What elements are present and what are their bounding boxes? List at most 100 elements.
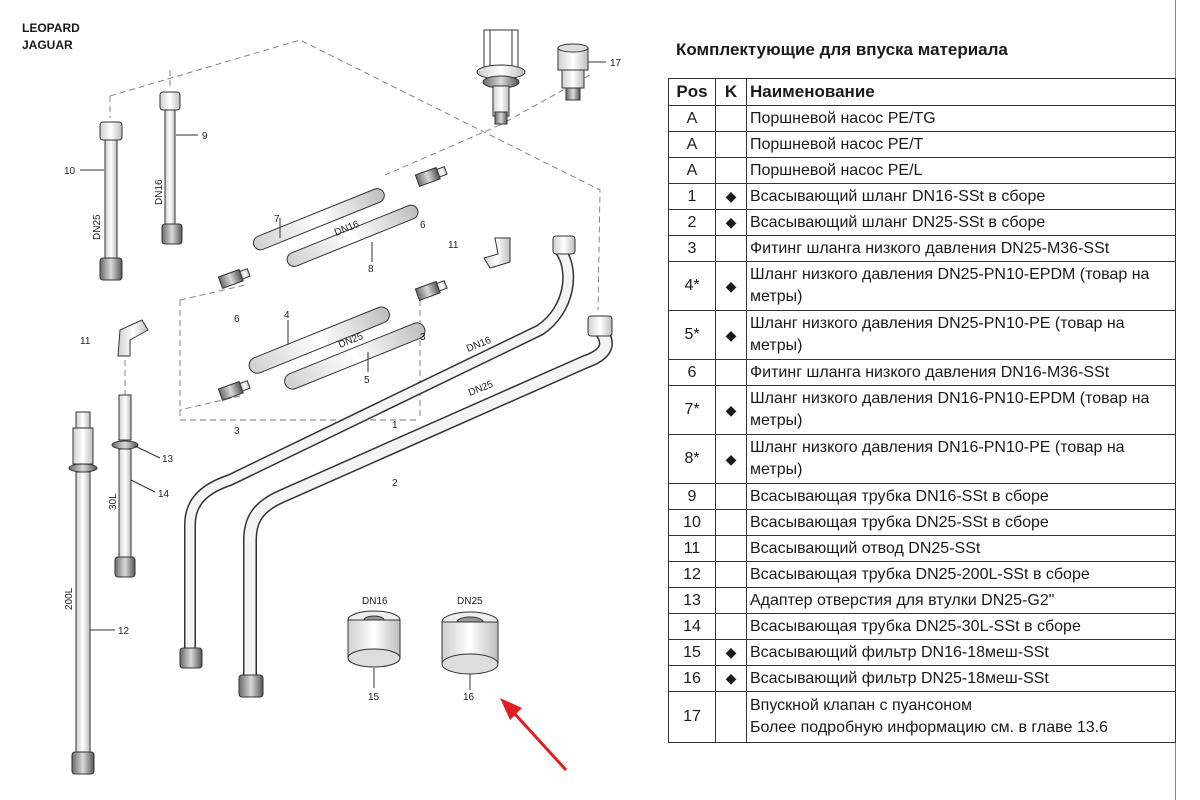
row-pos: 13 [668,587,716,614]
label-pos-16: 16 [463,692,475,703]
model-name-jaguar: JAGUAR [22,38,73,52]
label-pos-3-right: 3 [420,332,426,343]
suction-hose-2-icon [238,315,613,698]
label-30l: 30L [108,493,119,510]
label-pos-10: 10 [64,166,76,177]
table-row: 12 Всасывающая трубка DN25-200L-SSt в сб… [668,561,1176,588]
row-name: Всасывающая трубка DN16-SSt в сборе [746,483,1176,510]
table-row: 3 Фитинг шланга низкого давления DN25-M3… [668,235,1176,262]
table-row: 16 ◆ Всасывающий фильтр DN25-18меш-SSt [668,665,1176,692]
row-pos: 5* [668,310,716,360]
row-name: Всасывающая трубка DN25-SSt в сборе [746,509,1176,536]
label-pos-7: 7 [274,214,280,225]
suction-tube-9-icon [159,91,198,245]
dashed-guides [109,39,601,421]
row-k-marker [715,359,747,386]
row-pos: 9 [668,483,716,510]
label-pos-11-left: 11 [80,336,91,347]
row-k-marker [715,587,747,614]
table-row: 13 Адаптер отверстия для втулки DN25-G2" [668,587,1176,614]
row-name: Фитинг шланга низкого давления DN25-M36-… [746,235,1176,262]
row-k-marker: ◆ [715,310,747,360]
table-row: 10 Всасывающая трубка DN25-SSt в сборе [668,509,1176,536]
fittings-icon [217,166,448,402]
row-name: Шланг низкого давления DN16-PN10-EPDM (т… [746,385,1176,435]
label-dn25-long: DN25 [467,379,495,399]
suction-tube-14-icon [111,394,161,578]
label-pos-8: 8 [368,264,374,275]
page-edge-line [1175,0,1176,800]
exploded-parts-diagram: 10 9 17 7 8 6 6 11 11 4 3 5 3 1 2 13 14 … [64,29,622,775]
label-pos-12: 12 [118,626,130,637]
row-name: Всасывающий фильтр DN25-18меш-SSt [746,665,1176,692]
label-pos-9: 9 [202,131,208,142]
pump-head-icon [476,29,526,125]
table-row: 15 ◆ Всасывающий фильтр DN16-18меш-SSt [668,639,1176,666]
row-k-marker: ◆ [715,183,747,210]
row-k-marker [715,131,747,158]
row-k-marker [715,561,747,588]
row-name: Впускной клапан с пуансоном [750,697,973,714]
table-row: 2 ◆ Всасывающий шланг DN25-SSt в сборе [668,209,1176,236]
row-k-marker: ◆ [715,665,747,692]
suction-tube-12-icon [68,411,115,775]
filter-15-icon [347,610,401,688]
row-pos: A [668,105,716,132]
row-name: Всасывающая трубка DN25-30L-SSt в сборе [746,613,1176,640]
row-k-marker [715,613,747,640]
row-pos: 4* [668,261,716,311]
row-pos: 3 [668,235,716,262]
table-row: 17 Впускной клапан с пуансоном Более под… [668,691,1176,743]
row-pos: 1 [668,183,716,210]
row-pos: 6 [668,359,716,386]
row-name: Поршневой насос PE/L [746,157,1176,184]
label-pos-1: 1 [392,420,398,431]
label-dn16-filter: DN16 [362,596,388,607]
row-k-marker [715,535,747,562]
row-pos: 8* [668,434,716,484]
row-k-marker [715,235,747,262]
row-name: Адаптер отверстия для втулки DN25-G2" [746,587,1176,614]
label-200l: 200L [64,587,75,610]
row-k-marker [715,509,747,536]
label-pos-17: 17 [610,58,622,69]
row-pos: A [668,157,716,184]
row-name: Фитинг шланга низкого давления DN16-M36-… [746,359,1176,386]
inlet-valve-17-icon [557,43,606,101]
row-name: Всасывающий отвод DN25-SSt [746,535,1176,562]
row-k-marker [715,157,747,184]
row-pos: 15 [668,639,716,666]
model-name-leopard: LEOPARD [22,21,80,35]
suction-tube-10-icon [80,121,123,281]
row-pos: 16 [668,665,716,692]
row-name: Всасывающий фильтр DN16-18меш-SSt [746,639,1176,666]
row-pos: 12 [668,561,716,588]
table-row: 6 Фитинг шланга низкого давления DN16-M3… [668,359,1176,386]
table-row: 14 Всасывающая трубка DN25-30L-SSt в сбо… [668,613,1176,640]
filter-16-icon [441,611,499,690]
table-row: 11 Всасывающий отвод DN25-SSt [668,535,1176,562]
table-row: 9 Всасывающая трубка DN16-SSt в сборе [668,483,1176,510]
table-row: A Поршневой насос PE/L [668,157,1176,184]
row-name: Шланг низкого давления DN16-PN10-PE (тов… [746,434,1176,484]
row-k-marker: ◆ [715,209,747,236]
row-name: Поршневой насос PE/T [746,131,1176,158]
row-k-marker: ◆ [715,639,747,666]
red-arrow-icon [500,698,568,772]
row-pos: 7* [668,385,716,435]
label-dn25-filter: DN25 [457,596,483,607]
row-k-marker [715,691,747,743]
row-name: Всасывающий шланг DN25-SSt в сборе [746,209,1176,236]
row-name: Всасывающая трубка DN25-200L-SSt в сборе [746,561,1176,588]
row-pos: A [668,131,716,158]
row-note: Более подробную информацию см. в главе 1… [750,719,1108,736]
label-pos-13: 13 [162,454,174,465]
label-dn25-tube10: DN25 [92,214,103,240]
row-name: Поршневой насос PE/TG [746,105,1176,132]
header-pos: Pos [668,78,716,106]
table-row: 8* ◆ Шланг низкого давления DN16-PN10-PE… [668,434,1176,484]
hoses-dn25-icon [248,306,426,390]
table-row: 7* ◆ Шланг низкого давления DN16-PN10-EP… [668,385,1176,435]
row-name-with-note: Впускной клапан с пуансоном Более подроб… [746,691,1176,743]
row-name: Шланг низкого давления DN25-PN10-PE (тов… [746,310,1176,360]
